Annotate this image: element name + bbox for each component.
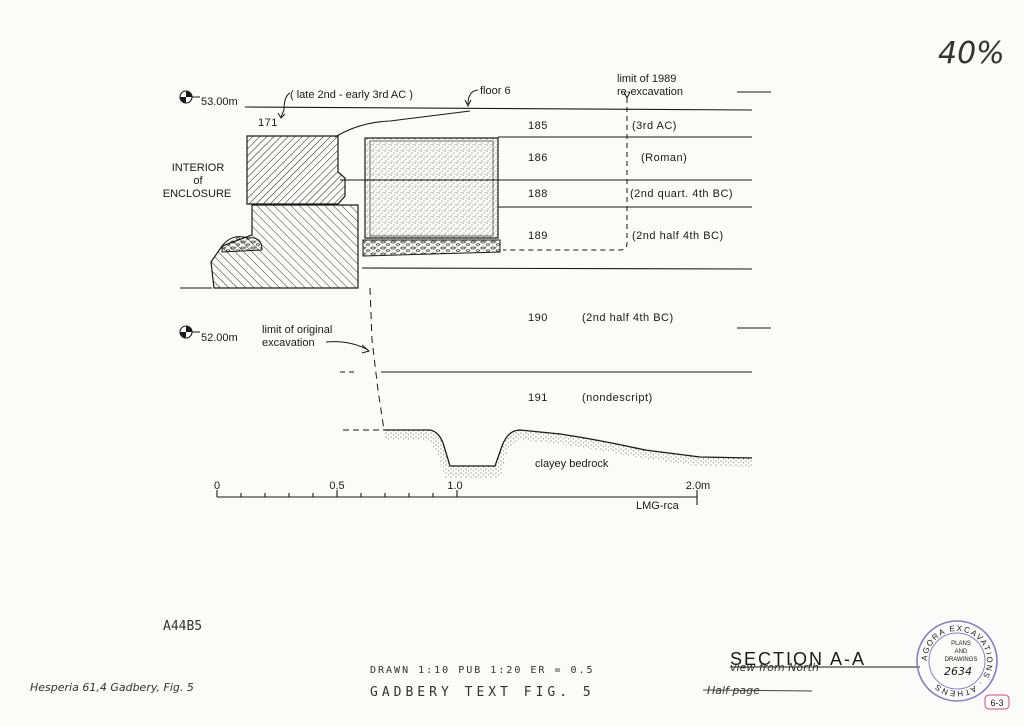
reexcavation-note-line2: re-excavation — [617, 86, 683, 98]
scale-bar — [216, 490, 698, 505]
wall-rubble — [221, 236, 263, 253]
layer-date: (nondescript) — [582, 392, 653, 404]
stamp-inner-line3: DRAWINGS — [945, 657, 978, 663]
original-excavation-limit — [369, 287, 385, 431]
original-excavation-note-line2: excavation — [262, 337, 315, 349]
figure-title: GADBERY TEXT FIG. 5 — [370, 685, 595, 700]
sheet-number-box — [984, 694, 1010, 710]
bedrock-fill — [384, 430, 752, 478]
original-excavation-note-line1: limit of original — [262, 324, 332, 336]
reexcavation-limit — [503, 98, 628, 251]
original-excavation-leader — [325, 341, 369, 351]
scale-tick-label: 0 — [214, 480, 220, 492]
layer-171-period-note: ( late 2nd - early 3rd AC ) — [290, 89, 413, 101]
benchmark-symbol-upper — [179, 90, 200, 104]
sheet-number: 6-3 — [990, 698, 1003, 708]
trench-fill — [364, 137, 499, 239]
floor-leader — [467, 89, 479, 105]
citation: Hesperia 61,4 Gadbery, Fig. 5 — [30, 681, 194, 694]
percentage-mark: 40% — [938, 36, 1005, 71]
layer-number: 186 — [528, 152, 548, 164]
layer-date: (2nd half 4th BC) — [632, 230, 724, 242]
plate-code: A44B5 — [163, 619, 202, 634]
elevation-upper-label: 53.00m — [201, 96, 238, 108]
stamp-inner-line1: PLANS — [951, 641, 971, 647]
gravel-layer — [362, 239, 501, 257]
layer-number: 189 — [528, 230, 548, 242]
layer-date: (Roman) — [641, 152, 687, 164]
section-subtitle: view from North — [730, 661, 819, 674]
elevation-lower-label: 52.00m — [201, 332, 238, 344]
floor-label: floor 6 — [480, 85, 511, 97]
bedrock-surface — [384, 429, 753, 467]
layer-number: 171 — [258, 117, 278, 129]
scale-tick-label: 0.5 — [329, 480, 344, 492]
layer-number: 188 — [528, 188, 548, 200]
scale-tick-label: 1.0 — [447, 480, 462, 492]
enclosure-label-line1: INTERIOR — [172, 162, 225, 174]
bedrock-label: clayey bedrock — [535, 458, 609, 470]
reexcavation-arrow — [623, 91, 631, 100]
reexcavation-note-line1: limit of 1989 — [617, 73, 676, 85]
layer-date: (3rd AC) — [632, 120, 677, 132]
layer-171-leader — [280, 92, 291, 118]
stamp-inner-line2: AND — [955, 649, 968, 655]
drawn-scale-note: DRAWN 1:10 PUB 1:20 ER = 0.5 — [370, 665, 595, 676]
lower-wall-block — [210, 204, 359, 289]
half-page-strike — [702, 689, 813, 692]
scale-tick-label: 2.0m — [686, 480, 710, 492]
upper-wall-block — [246, 135, 346, 205]
drafter-credit: LMG-rca — [636, 500, 680, 512]
original-excavation-arrowhead — [361, 344, 371, 354]
stamp-number: 2634 — [944, 665, 972, 678]
layer-date: (2nd quart. 4th BC) — [630, 188, 733, 200]
enclosure-label-line3: ENCLOSURE — [163, 188, 231, 200]
section-title: SECTION A-A — [730, 649, 866, 669]
layer-number: 191 — [528, 392, 548, 404]
benchmark-symbol-lower — [179, 325, 200, 339]
layer-date: (2nd half 4th BC) — [582, 312, 674, 324]
trench-inner-outline — [369, 140, 494, 237]
layer-number: 185 — [528, 120, 548, 132]
layer-number: 190 — [528, 312, 548, 324]
enclosure-label-line2: of — [193, 175, 203, 187]
floor-arrowhead — [464, 99, 472, 108]
layer-171-arrowhead — [277, 112, 286, 119]
archive-stamp — [916, 620, 998, 702]
